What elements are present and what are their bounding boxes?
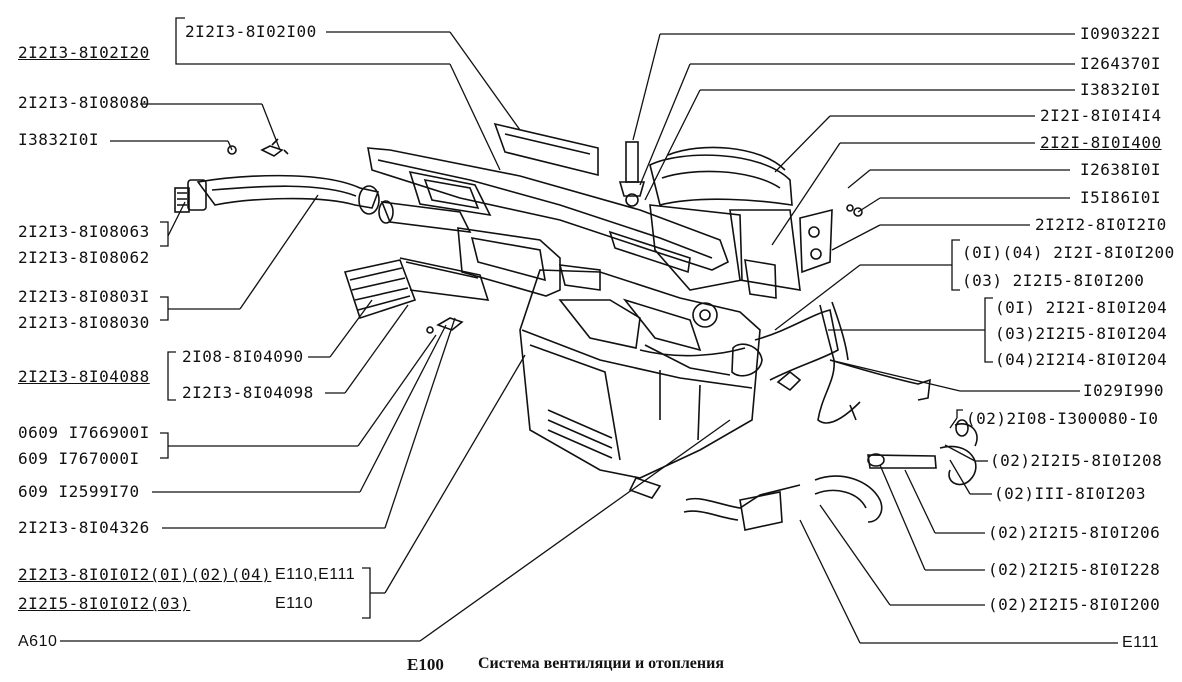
part-label-right: (02)2I2I5-8I0I228 [988, 560, 1161, 579]
part-label-left: 609 I767000I [18, 449, 140, 468]
part-label-left: 2I2I3-8I0803I [18, 287, 150, 306]
part-label-right: (03) 2I2I5-8I0I200 [962, 271, 1145, 290]
part-label-right: (04)2I2I4-8I0I204 [995, 350, 1168, 369]
model-applicability: E110 [275, 595, 314, 612]
diagram-title: Система вентиляции и отопления [478, 655, 724, 672]
part-label-right: (02)2I2I5-8I0I208 [990, 451, 1163, 470]
part-label-right: (0I) 2I2I-8I0I204 [995, 298, 1168, 317]
part-label-right: (0I)(04) 2I2I-8I0I200 [962, 243, 1175, 262]
part-label-center: 2I08-8I04090 [182, 347, 304, 366]
model-applicability: E110,E111 [275, 566, 356, 583]
part-label-right: I090322I [1080, 24, 1162, 43]
part-label-left: 2I2I5-8I0I0I2(03) [18, 595, 190, 613]
sheet-id: A610 [18, 633, 58, 650]
part-label-left: 2I2I3-8I08030 [18, 313, 150, 332]
group-code: E100 [407, 655, 444, 674]
model-code: E111 [1122, 634, 1159, 651]
part-label-right: I5I86I0I [1080, 188, 1162, 207]
part-label-left: 609 I2599I70 [18, 482, 140, 501]
part-label-right: I2638I0I [1080, 160, 1162, 179]
part-label-right: I264370I [1080, 54, 1162, 73]
part-label-left: 2I2I3-8I08080 [18, 93, 150, 112]
part-label-right: (03)2I2I5-8I0I204 [995, 324, 1168, 343]
part-label-left: 2I2I3-8I08063 [18, 222, 150, 241]
part-label-right: (02)III-8I0I203 [994, 484, 1146, 503]
part-label-right: (02)2I08-I300080-I0 [966, 409, 1159, 428]
part-number: 2I2I3-8I0I0I2(0I)(02)(04) [18, 565, 272, 584]
part-label-center: 2I2I3-8I04098 [182, 383, 314, 402]
part-label-right: 2I2I-8I0I4I4 [1040, 106, 1162, 125]
part-label-left: 2I2I3-8I08062 [18, 248, 150, 267]
part-label-left: 0609 I766900I [18, 423, 150, 442]
part-number: 2I2I5-8I0I0I2(03) [18, 594, 191, 613]
part-label-left: 2I2I3-8I0I0I2(0I)(02)(04) [18, 566, 271, 584]
part-label-left: I3832I0I [18, 130, 100, 149]
part-label-right: (02)2I2I5-8I0I206 [988, 523, 1161, 542]
part-label-right: I3832I0I [1080, 80, 1162, 99]
part-label-left: 2I2I3-8I04326 [18, 518, 150, 537]
part-label-right: (02)2I2I5-8I0I200 [988, 595, 1161, 614]
part-label-right: I029I990 [1083, 381, 1165, 400]
part-label-left: 2I2I3-8I04088 [18, 367, 150, 386]
part-label-center: 2I2I3-8I02I00 [185, 22, 317, 41]
part-label-left: 2I2I3-8I02I20 [18, 43, 150, 62]
part-label-right: 2I2I-8I0I400 [1040, 133, 1162, 152]
part-label-right: 2I2I2-8I0I2I0 [1035, 215, 1167, 234]
